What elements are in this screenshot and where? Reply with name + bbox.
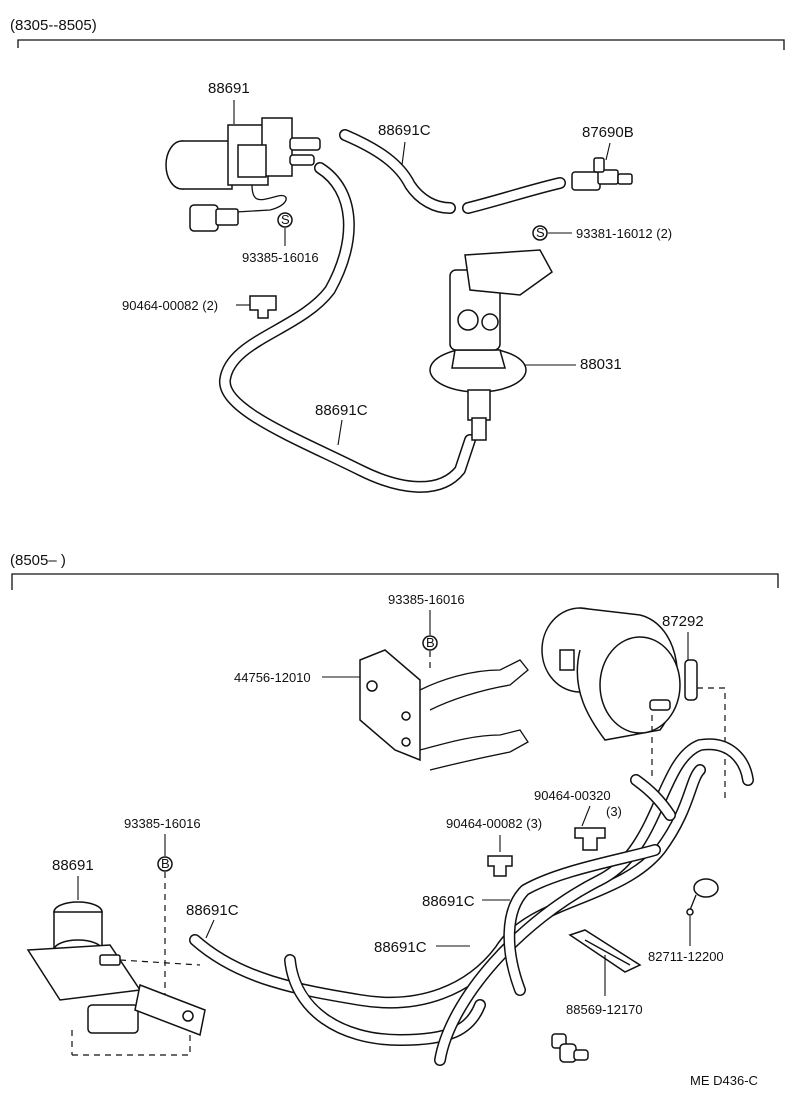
screw-mark-s2: [532, 225, 548, 241]
actuator-87292: [541, 607, 698, 741]
hose-clip-3: [574, 827, 606, 851]
callout-88691-lower: 88691: [52, 857, 94, 874]
callout-93385-upper: 93385-16016: [242, 250, 319, 265]
callout-88691c-upper: 88691C: [378, 122, 431, 139]
strap-88569: [568, 929, 642, 973]
bolt-mark-left-letter: B: [161, 856, 170, 871]
callout-90464-00082-lower: 90464-00082 (3): [446, 816, 542, 831]
screw-mark-s2-letter: S: [536, 225, 545, 240]
hose-band-82711: [686, 878, 719, 916]
bolt-mark-top: [422, 635, 438, 651]
callout-82711: 82711-12200: [648, 949, 724, 964]
hose-clip-82: [487, 855, 513, 877]
callout-44756: 44756-12010: [234, 670, 311, 685]
callout-88691c-long: 88691C: [315, 402, 368, 419]
check-valve: [551, 1033, 589, 1063]
callout-90464-00320: 90464-00320: [534, 788, 611, 803]
bolt-mark-left: [157, 856, 173, 872]
callout-88569: 88569-12170: [566, 1002, 643, 1017]
callout-88031: 88031: [580, 356, 622, 373]
vsv-valve-lower: [26, 901, 206, 1037]
actuator-88031: [429, 249, 553, 441]
section-2-range: (8505– ): [10, 552, 66, 569]
callout-87292: 87292: [662, 613, 704, 630]
footer-code: ME D436-C: [690, 1073, 758, 1088]
callout-88691c-b: 88691C: [422, 893, 475, 910]
callout-88691-upper: 88691: [208, 80, 250, 97]
section-1-bracket: [17, 39, 785, 50]
section-1: (8305--8505) 88691 88691C: [10, 17, 785, 493]
callout-90464-00320-qty: (3): [606, 804, 622, 819]
callout-90464-00082-upper: 90464-00082 (2): [122, 298, 218, 313]
hose-clip-upper: [249, 295, 277, 319]
vacuum-fitting-87690b: [571, 157, 633, 191]
callout-88691c-c: 88691C: [374, 939, 427, 956]
section-2: (8505– ) 93385-16016 B 44756-12010: [10, 552, 779, 1088]
section-1-range: (8305--8505): [10, 17, 97, 34]
callout-93385-left: 93385-16016: [124, 816, 201, 831]
bracket-44756: [359, 649, 529, 771]
callout-93385-top: 93385-16016: [388, 592, 465, 607]
bolt-mark-top-letter: B: [426, 635, 435, 650]
callout-93381: 93381-16012 (2): [576, 226, 672, 241]
screw-mark-s1: [277, 212, 293, 228]
vsv-valve-upper: [165, 117, 321, 232]
section-2-bracket: [11, 573, 779, 590]
callout-88691c-a: 88691C: [186, 902, 239, 919]
callout-87690b: 87690B: [582, 124, 634, 141]
screw-mark-s1-letter: S: [281, 212, 290, 227]
